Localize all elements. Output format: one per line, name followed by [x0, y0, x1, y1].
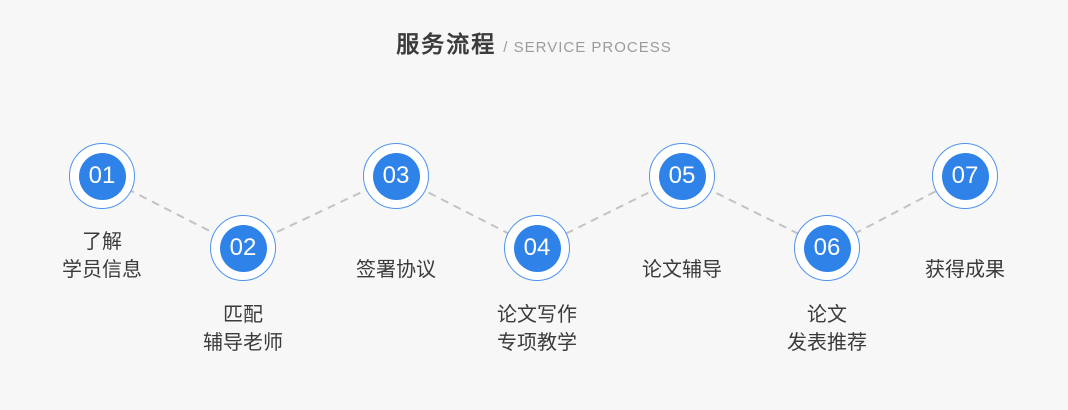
step-label-line: 论文辅导	[642, 259, 722, 281]
step-label-07: 获得成果	[865, 256, 1065, 284]
step-label-01: 了解学员信息	[2, 228, 202, 284]
step-circle-fill: 02	[219, 224, 267, 272]
step-label-line: 专项教学	[497, 332, 577, 354]
step-label-line: 学员信息	[62, 259, 142, 281]
section-title-zh: 服务流程	[396, 31, 497, 57]
step-label-02: 匹配辅导老师	[143, 301, 343, 357]
step-circle-01: 01	[69, 143, 135, 209]
step-number: 06	[813, 234, 841, 261]
section-title-en: / SERVICE PROCESS	[503, 39, 672, 56]
step-number: 02	[229, 234, 257, 261]
step-circle-fill: 03	[372, 152, 420, 200]
step-circle-05: 05	[649, 143, 715, 209]
section-title: 服务流程 / SERVICE PROCESS	[0, 25, 1068, 59]
step-circle-fill: 01	[78, 152, 126, 200]
step-circle-04: 04	[504, 215, 570, 281]
step-label-05: 论文辅导	[582, 256, 782, 284]
step-label-line: 发表推荐	[787, 332, 867, 354]
step-label-line: 了解	[82, 231, 122, 253]
step-label-04: 论文写作专项教学	[437, 301, 637, 357]
step-label-line: 获得成果	[925, 259, 1005, 281]
step-circle-07: 07	[932, 143, 998, 209]
step-circle-fill: 07	[941, 152, 989, 200]
step-circle-fill: 04	[513, 224, 561, 272]
step-circle-fill: 06	[803, 224, 851, 272]
step-label-line: 签署协议	[356, 259, 436, 281]
step-circle-06: 06	[794, 215, 860, 281]
step-number: 07	[951, 162, 979, 189]
step-number: 01	[88, 162, 116, 189]
step-label-line: 辅导老师	[203, 332, 283, 354]
step-label-line: 匹配	[223, 304, 263, 326]
step-circle-fill: 05	[658, 152, 706, 200]
step-label-06: 论文发表推荐	[727, 301, 927, 357]
step-label-03: 签署协议	[296, 256, 496, 284]
step-number: 03	[382, 162, 410, 189]
step-circle-02: 02	[210, 215, 276, 281]
step-number: 04	[523, 234, 551, 261]
step-circle-03: 03	[363, 143, 429, 209]
step-label-line: 论文写作	[497, 304, 577, 326]
step-number: 05	[668, 162, 696, 189]
step-label-line: 论文	[807, 304, 847, 326]
